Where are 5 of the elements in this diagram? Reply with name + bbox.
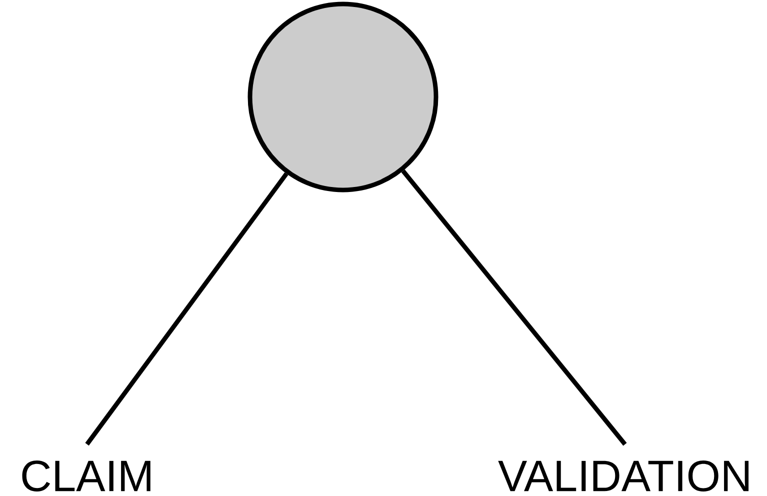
circle-node [248, 2, 438, 192]
node-label: VALIDATION [498, 460, 749, 492]
node-label: CLAIM [22, 460, 150, 492]
connector-line [401, 170, 627, 446]
connector-line [85, 172, 288, 446]
